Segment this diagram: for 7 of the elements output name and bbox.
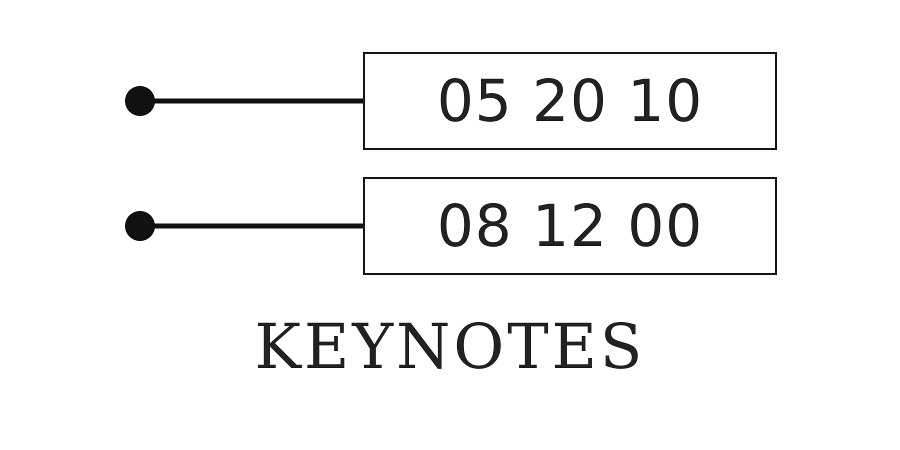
heading-label: KEYNOTES (254, 310, 646, 383)
keynote-number: 08 12 00 (436, 192, 704, 260)
leader-line (125, 211, 363, 241)
keynote-box (363, 177, 777, 275)
leader-line (125, 86, 363, 116)
keynote-box (363, 52, 777, 150)
keynote-number: 05 20 10 (436, 67, 704, 135)
